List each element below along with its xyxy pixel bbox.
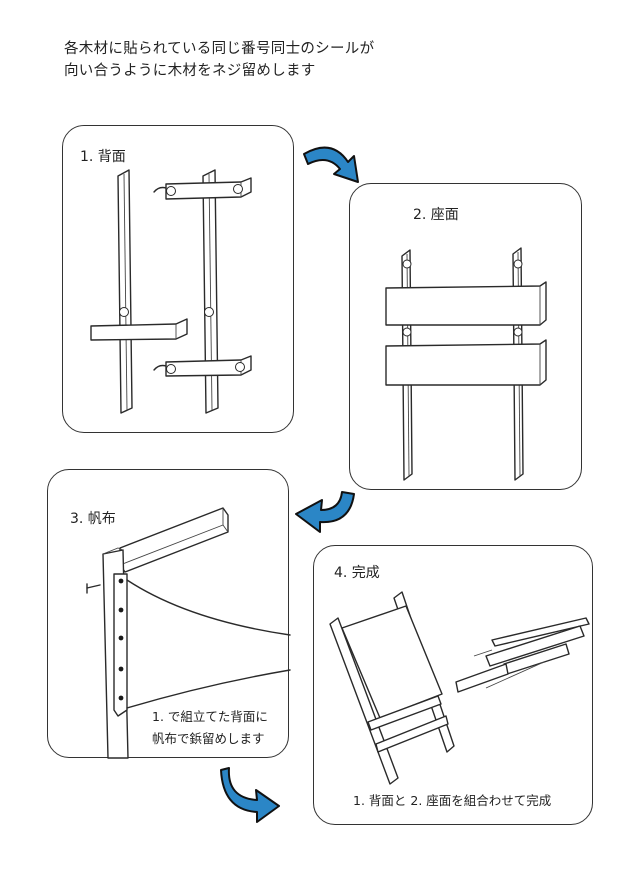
intro-line-1: 各木材に貼られている同じ番号同士のシールが [64, 41, 375, 57]
step-2-title: 2. 座面 [413, 207, 459, 223]
step-3-title: 3. 帆布 [70, 511, 116, 527]
seat-frame-illustration [385, 247, 547, 481]
step-4-note: 1. 背面と 2. 座面を組合わせて完成 [353, 793, 552, 808]
finished-chair-illustration [329, 591, 590, 785]
canvas-nailing-illustration [86, 507, 291, 759]
step-3-panel: 3. 帆布 1. で組立てた背面に 帆布で鋲留めします [47, 469, 291, 759]
curved-arrow-icon [303, 146, 359, 183]
step-3-note-line-1: 1. で組立てた背面に [152, 709, 268, 724]
intro-text: 各木材に貼られている同じ番号同士のシールが 向い合うように木材をネジ留めします [64, 38, 374, 82]
step-3-note-line-2: 帆布で鋲留めします [152, 731, 265, 746]
step-2-panel: 2. 座面 [349, 183, 582, 490]
step-4-title: 4. 完成 [334, 565, 380, 581]
back-frame-illustration [90, 169, 252, 414]
intro-line-2: 向い合うように木材をネジ留めします [64, 63, 316, 79]
step-4-panel: 4. 完成 1. 背面と 2. 座面を組合わせて完成 [313, 545, 593, 825]
step-3-note: 1. で組立てた背面に 帆布で鋲留めします [152, 706, 268, 750]
curved-arrow-icon [295, 491, 355, 533]
curved-arrow-icon [220, 767, 280, 823]
step-1-panel: 1. 背面 [62, 125, 294, 433]
step-1-title: 1. 背面 [80, 149, 126, 165]
